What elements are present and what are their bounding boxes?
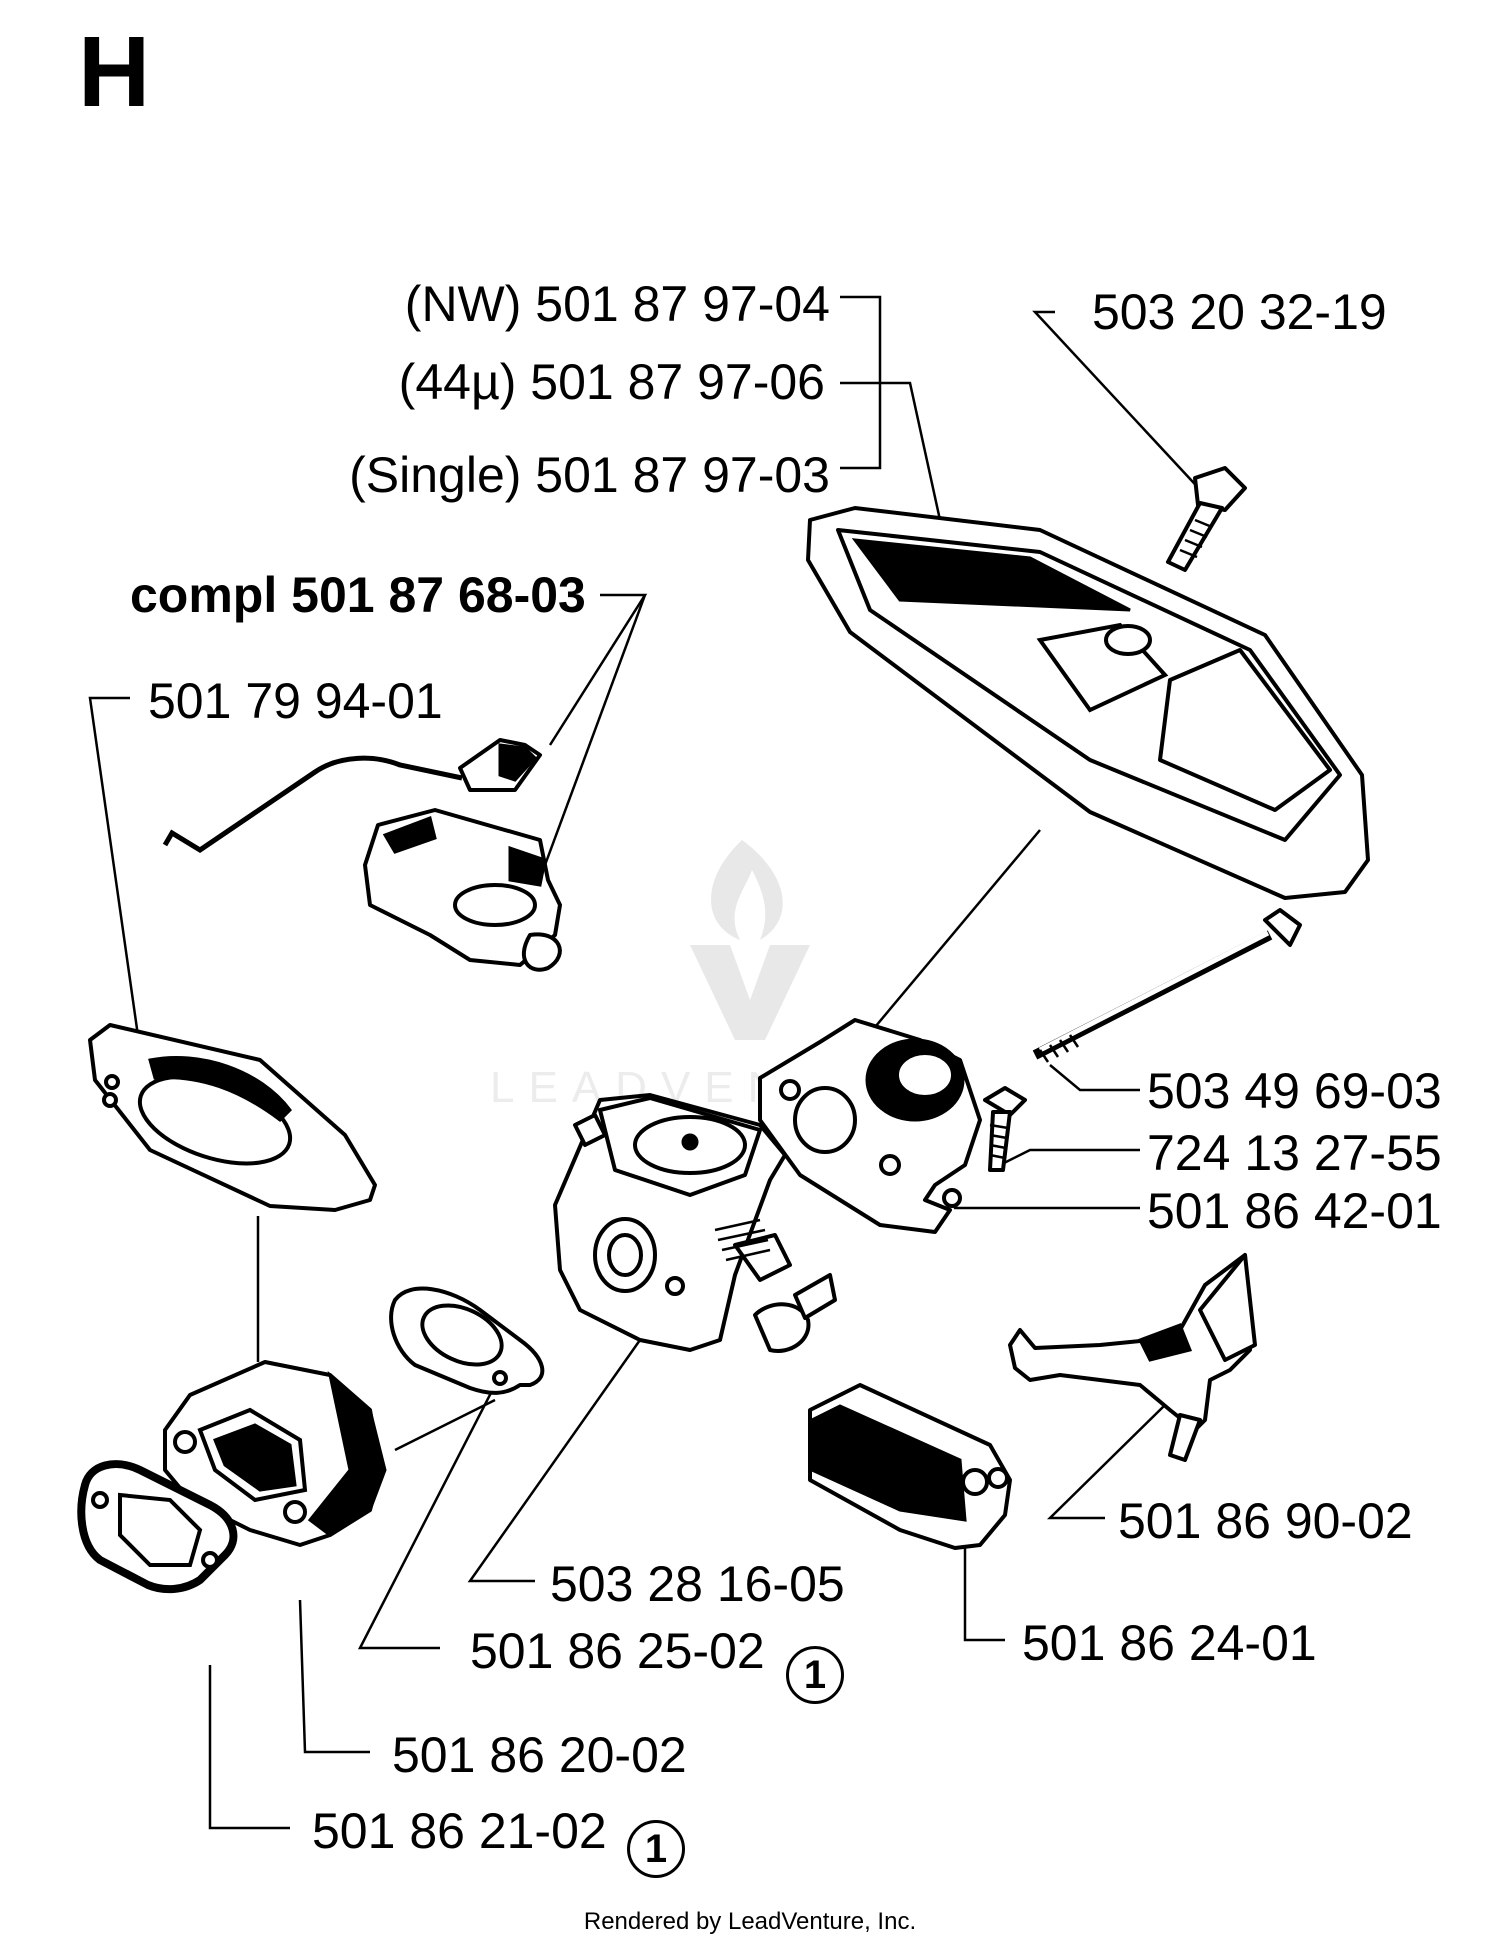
intake-elbow [163,1360,387,1547]
label-air-filter-single: (Single) 501 87 97-03 [349,447,830,503]
label-carburetor: 503 28 16-05 [550,1556,845,1612]
label-filter-block: 501 86 24-01 [1022,1615,1317,1671]
air-filter-cover [806,506,1370,900]
filter-block [808,1383,1012,1550]
label-intake-adapter: 501 86 42-01 [1147,1183,1442,1239]
intake-gasket [77,1460,238,1594]
label-intake-elbow: 501 86 20-02 [392,1727,687,1783]
note-badge-gasket-carb: 1 [786,1646,844,1704]
cover-screw [1166,466,1247,572]
long-bolt [1032,908,1302,1063]
choke-lever [1008,1253,1257,1462]
intake-adapter [758,1018,982,1234]
throttle-rod [162,738,542,853]
small-screw [983,1086,1027,1172]
label-gasket-carb: 501 86 25-02 [470,1623,765,1679]
leader-lines [88,295,1206,1830]
label-gasket-intake: 501 86 21-02 [312,1803,607,1859]
label-choke-lever: 501 86 90-02 [1118,1493,1413,1549]
label-long-bolt: 503 49 69-03 [1147,1063,1442,1119]
watermark-logo [690,840,810,1040]
section-letter: H [78,16,151,128]
carburetor [553,1093,837,1353]
label-cover-screw: 503 20 32-19 [1092,284,1387,340]
carburetor-gasket [389,1286,545,1395]
label-throttle-rod: 501 79 94-01 [148,673,443,729]
label-air-filter-nw: (NW) 501 87 97-04 [404,276,830,332]
label-compl-kit: compl 501 87 68-03 [130,567,586,623]
label-screw: 724 13 27-55 [1147,1125,1442,1181]
note-badge-gasket-intake: 1 [627,1820,685,1878]
carb-bracket-housing [363,808,562,972]
footer-credit: Rendered by LeadVenture, Inc. [583,1908,917,1935]
cylinder-gasket-plate [88,1023,377,1212]
label-air-filter-44: (44µ) 501 87 97-06 [398,354,825,410]
